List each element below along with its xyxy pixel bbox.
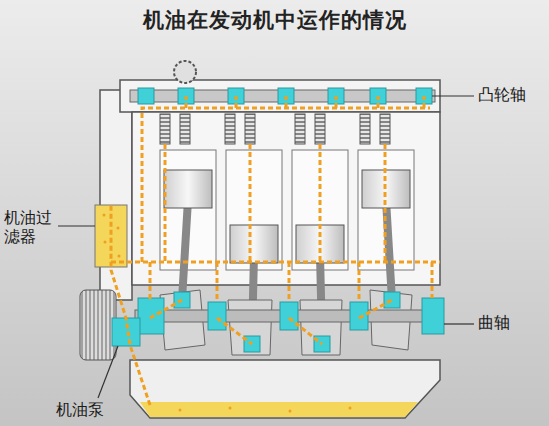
part-label: 机油过滤器 [4, 208, 56, 246]
part-label: 机油泵 [56, 400, 126, 419]
diagram-title: 机油在发动机中运作的情况 [0, 6, 549, 34]
valve-springs [160, 114, 390, 144]
oil-dots [103, 214, 352, 413]
leader-lines [58, 96, 474, 398]
timing-cover [100, 90, 132, 300]
crank-pulley [80, 290, 116, 360]
oil-level [140, 402, 418, 417]
part-label: 曲轴 [478, 313, 538, 332]
engine-block [132, 112, 440, 285]
oil-pump [112, 318, 140, 346]
oil-passages [111, 96, 440, 405]
crank-bearings [138, 292, 444, 352]
oil-pan [130, 360, 440, 418]
cylinders [160, 150, 414, 270]
cam-gear [174, 61, 196, 83]
pistons [164, 170, 410, 263]
part-label: 凸轮轴 [478, 85, 544, 104]
